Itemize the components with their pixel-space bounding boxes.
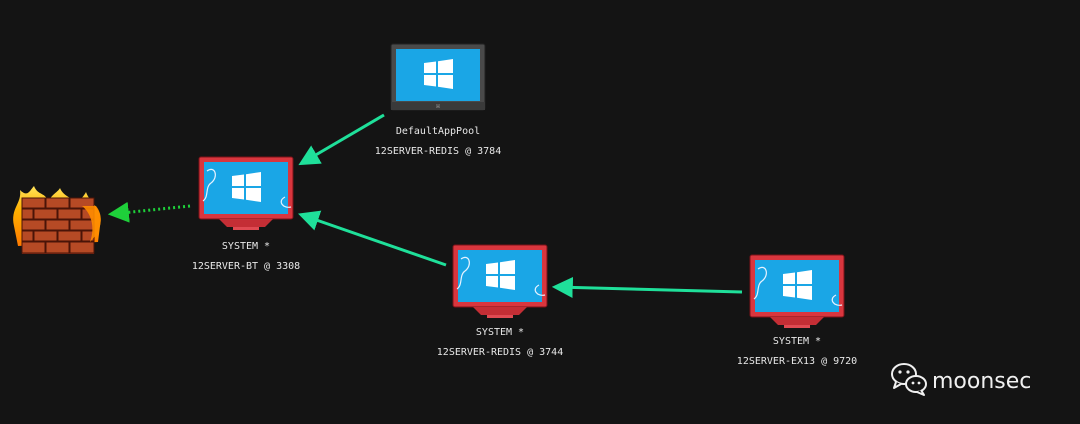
node-host-label: 12SERVER-EX13 @ 9720 — [737, 356, 857, 367]
node-session-label: DefaultAppPool — [396, 126, 480, 137]
node-session-label: SYSTEM * — [476, 327, 524, 338]
node-system-ex13[interactable]: SYSTEM * 12SERVER-EX13 @ 9720 — [737, 254, 857, 367]
wechat-icon — [891, 363, 927, 396]
edges-layer — [107, 113, 743, 298]
edge-defaultapppool-to-system-bt — [298, 113, 385, 166]
node-system-bt[interactable]: SYSTEM * 12SERVER-BT @ 3308 — [192, 156, 300, 272]
node-session-label: SYSTEM * — [773, 336, 821, 347]
node-system-redis[interactable]: SYSTEM * 12SERVER-REDIS @ 3744 — [437, 244, 563, 358]
node-defaultapppool[interactable]: ℍ DefaultAppPool 12SERVER-REDIS @ 3784 — [375, 43, 501, 157]
node-host-label: 12SERVER-BT @ 3308 — [192, 261, 300, 272]
edge-system-ex13-to-system-redis — [551, 276, 743, 298]
windows-monitor-elevated-icon — [198, 156, 294, 230]
node-host-label: 12SERVER-REDIS @ 3784 — [375, 146, 501, 157]
firewall-icon — [13, 186, 101, 254]
edge-system-bt-to-firewall — [107, 201, 191, 223]
node-host-label: 12SERVER-REDIS @ 3744 — [437, 347, 563, 358]
svg-text:ℍ: ℍ — [436, 104, 440, 110]
watermark: moonsec — [891, 363, 1031, 396]
edge-system-redis-to-system-bt — [298, 210, 447, 267]
windows-monitor-elevated-icon — [749, 254, 845, 328]
windows-monitor-icon: ℍ — [390, 43, 486, 111]
windows-monitor-elevated-icon — [452, 244, 548, 318]
firewall-node[interactable] — [13, 186, 101, 254]
node-session-label: SYSTEM * — [222, 241, 270, 252]
watermark-text: moonsec — [932, 369, 1031, 394]
